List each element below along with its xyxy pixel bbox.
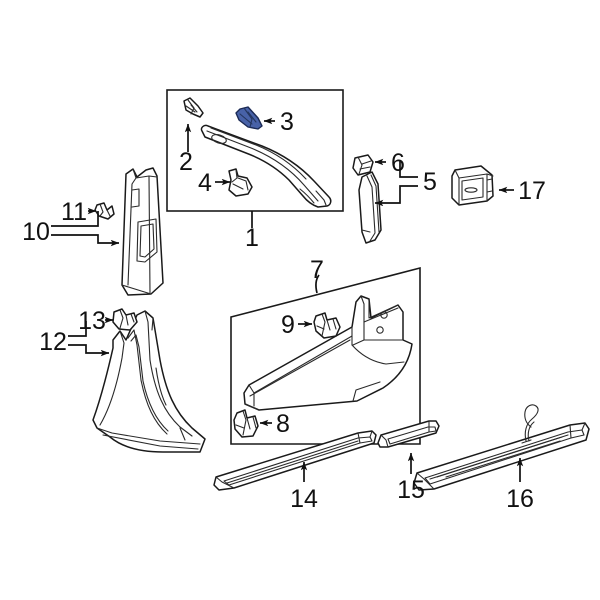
callout-number-16: 16 [506,485,534,513]
callout-number-3: 3 [280,108,294,136]
part-clip-rocker-lower [233,409,259,438]
callout-number-7: 7 [310,256,324,284]
part-rear-door-sill-plate [377,420,440,448]
callout-number-6: 6 [391,149,405,177]
leader-10 [51,211,120,247]
callout-number-5: 5 [423,168,437,196]
group-box-1 [166,89,344,228]
callout-number-13: 13 [78,307,106,335]
part-b-pillar-upper-trim [358,171,382,244]
part-clip-upper-a-pillar [183,97,204,118]
part-clip-lower-a-pillar [228,168,253,197]
callout-number-11: 11 [61,198,87,226]
part-a-pillar-trim-panel [200,124,332,208]
leader-5 [374,160,418,207]
callout-number-4: 4 [198,169,212,197]
part-clip-b-pillar-lower [112,308,138,331]
part-clip-b-pillar-upper [352,154,374,176]
callout-number-2: 2 [179,148,193,176]
leader-12 [68,321,110,357]
callout-number-15: 15 [397,476,425,504]
group-box-7 [230,266,421,445]
callout-number-14: 14 [290,485,318,513]
part-front-door-sill-plate [213,430,377,491]
callout-number-17: 17 [518,177,546,205]
part-b-pillar-upper-trim-panel [121,167,164,296]
part-rocker-kick-panel-trim [243,295,413,411]
callout-number-12: 12 [39,328,67,356]
part-illuminated-sill-plate [413,404,590,491]
part-clip-b-pillar-trim [94,202,115,220]
callout-number-9: 9 [281,311,295,339]
part-clip-rocker-upper [313,312,341,339]
callout-number-1: 1 [245,224,259,252]
part-trim-end-cap [451,165,494,206]
callout-number-8: 8 [276,410,290,438]
part-clip-a-pillar-highlighted [235,106,263,130]
callout-number-10: 10 [22,218,50,246]
part-b-pillar-lower-trim-panel [92,310,206,453]
